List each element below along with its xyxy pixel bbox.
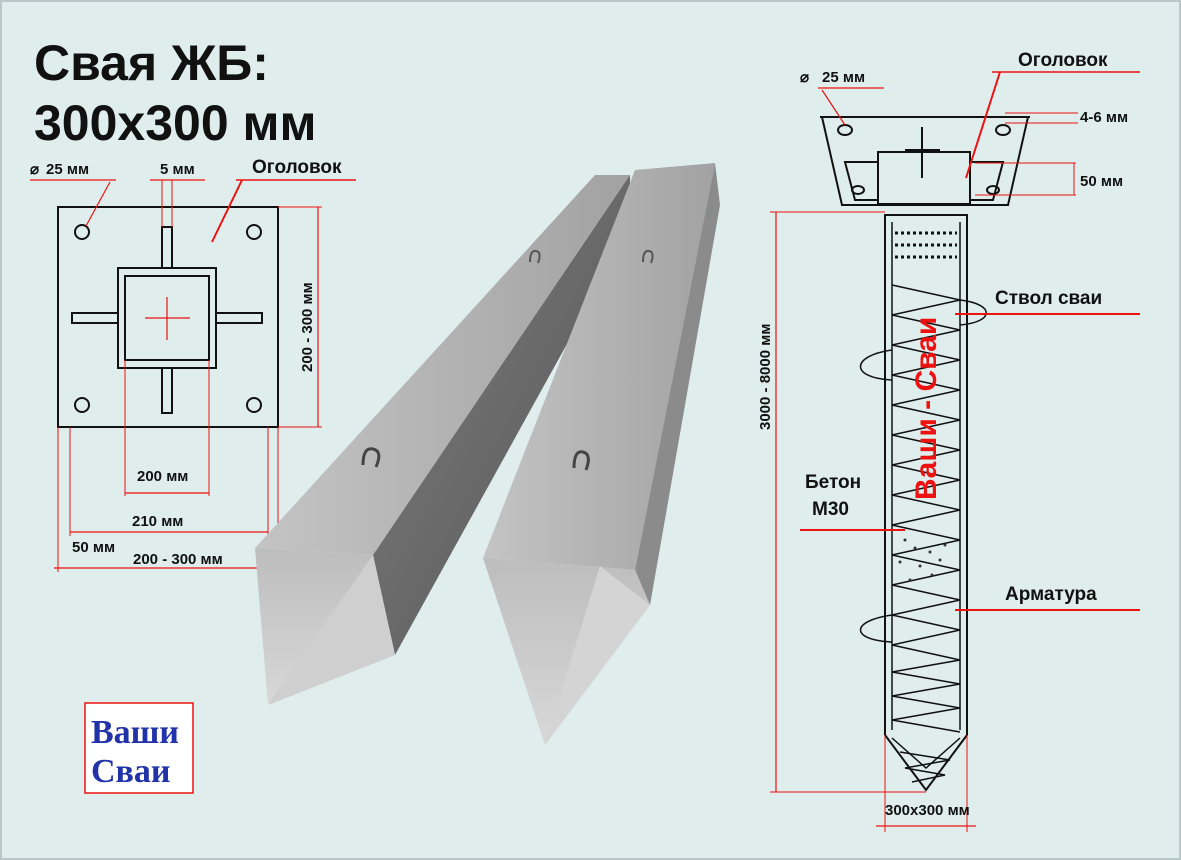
cap-plate-outline: [57, 206, 279, 428]
leader-hole-dia-2: [85, 181, 111, 227]
tip-spiral: [899, 751, 951, 783]
lifting-loop-right-1: [572, 450, 590, 471]
bolt-hole-bottom-left: [74, 397, 90, 413]
pile-left: [255, 175, 630, 705]
side-section: 300х300 мм: [885, 802, 970, 819]
side-shaft-label: Ствол сваи: [995, 288, 1102, 309]
leader-cap-top-2: [211, 179, 243, 243]
top-plate-inner: 210 мм: [132, 513, 183, 530]
spiral-reinforcement: [891, 284, 961, 733]
side-view: Ваши - Сваи ⌀ 25 мм Оголовок 4-6 мм 50 м…: [757, 50, 1140, 832]
top-view: ⌀ 25 мм 5 мм Оголовок 200 - 300 мм 200 м…: [30, 157, 356, 572]
cap-hole-4: [986, 185, 1000, 195]
side-hole-dia-symbol: ⌀: [800, 69, 809, 86]
side-hole-dia: 25 мм: [822, 69, 865, 86]
top-height-range: 200 - 300 мм: [299, 282, 316, 372]
rib-left: [71, 312, 119, 324]
helix-loop-2: [959, 299, 987, 326]
pile-right-top-face: [483, 163, 715, 570]
side-concrete-label-1: Бетон: [805, 472, 861, 493]
pile-render: [255, 163, 720, 745]
cap-gusset-left: [843, 161, 879, 201]
title-line-2: 300х300 мм: [34, 95, 317, 151]
top-offset: 50 мм: [72, 539, 115, 556]
rib-right: [215, 312, 263, 324]
pile-right-tip-facet: [545, 566, 650, 745]
lifting-loop-left-2: [529, 249, 541, 264]
pile-left-top-face: [255, 175, 630, 555]
side-cap-height: 50 мм: [1080, 173, 1123, 190]
bolt-hole-top-left: [74, 224, 90, 240]
pile-left-tip-facet: [268, 555, 395, 705]
sleeve-inner: [124, 275, 210, 361]
helix-loop-1: [860, 349, 893, 381]
logo-line-1: Ваши: [91, 714, 179, 751]
lifting-loop-left-1: [361, 447, 381, 468]
side-concrete-label-2: М30: [812, 499, 849, 520]
side-plate-thickness: 4-6 мм: [1080, 109, 1128, 126]
reinforcement-mesh-top: [895, 231, 957, 259]
lifting-loop-right-2: [642, 249, 654, 264]
side-leader-cap-2: [965, 71, 1001, 179]
concrete-aggregate: [898, 538, 947, 582]
top-inner-width: 200 мм: [137, 468, 188, 485]
side-length-range: 3000 - 8000 мм: [757, 324, 774, 430]
logo-box: [84, 702, 194, 794]
cap-sleeve: [877, 151, 971, 205]
side-cap-label: Оголовок: [1018, 50, 1108, 71]
pile-right: [483, 163, 720, 745]
cap-hole-1: [837, 124, 853, 136]
top-cap-label: Оголовок: [252, 157, 342, 178]
tip-rebar: [891, 737, 961, 770]
cap-gusset-right: [969, 161, 1005, 201]
cap-hole-2: [995, 124, 1011, 136]
pile-shaft-outline: [884, 214, 968, 792]
cap-hole-3: [851, 185, 865, 195]
helix-loop-3: [860, 614, 893, 643]
top-hole-dia-symbol: ⌀: [30, 161, 39, 178]
pile-right-side-face: [635, 163, 720, 605]
top-hole-dia: 25 мм: [46, 161, 89, 178]
side-rebar-label: Арматура: [1005, 584, 1097, 605]
side-watermark: Ваши - Сваи: [910, 317, 943, 500]
logo-line-2: Сваи: [91, 753, 171, 790]
title-line-1: Свая ЖБ:: [34, 35, 269, 91]
bolt-hole-top-right: [246, 224, 262, 240]
rib-top: [161, 226, 173, 269]
brand-logo: Ваши Сваи: [84, 702, 194, 794]
bolt-hole-bottom-right: [246, 397, 262, 413]
top-slot-width: 5 мм: [160, 161, 195, 178]
top-width-range: 200 - 300 мм: [133, 551, 223, 568]
side-leader-hole-2: [821, 89, 846, 126]
pile-left-side-face: [373, 175, 630, 655]
rib-bottom: [161, 367, 173, 414]
